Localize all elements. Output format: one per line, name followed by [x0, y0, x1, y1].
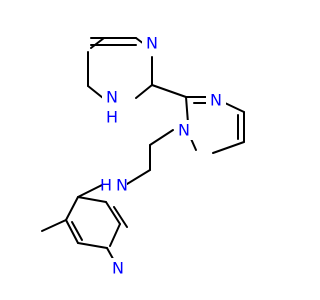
- bond: [41, 219, 67, 232]
- bond: [77, 242, 108, 249]
- bond: [65, 219, 79, 244]
- bonds: [41, 37, 245, 267]
- bond: [113, 206, 128, 228]
- bond: [90, 37, 105, 49]
- bond: [77, 184, 103, 198]
- bond: [212, 141, 245, 154]
- bond: [71, 221, 83, 241]
- bond: [151, 84, 187, 98]
- atom-label-nitrogen: N: [210, 91, 222, 110]
- bond: [185, 96, 189, 124]
- bond: [105, 201, 121, 225]
- atom-labels: N N H N N N H N: [100, 32, 226, 278]
- bond: [224, 102, 245, 113]
- atom-label-nitrogen: N: [106, 88, 118, 107]
- bond: [149, 129, 174, 146]
- atom-label-nitrogen: N: [116, 176, 128, 195]
- bond: [65, 196, 79, 221]
- bond: [135, 84, 153, 99]
- atom-label-nitrogen: N: [112, 259, 124, 278]
- atom-label-hydrogen: H: [106, 108, 118, 127]
- bond: [126, 169, 151, 185]
- chemical-structure-diagram: N N H N N N H N: [41, 32, 245, 278]
- bond: [77, 196, 107, 203]
- atom-label-hydrogen: H: [100, 176, 112, 195]
- bond: [87, 85, 104, 99]
- bond: [109, 223, 121, 247]
- atom-label-nitrogen: N: [178, 121, 190, 140]
- atom-label-nitrogen: N: [146, 34, 158, 53]
